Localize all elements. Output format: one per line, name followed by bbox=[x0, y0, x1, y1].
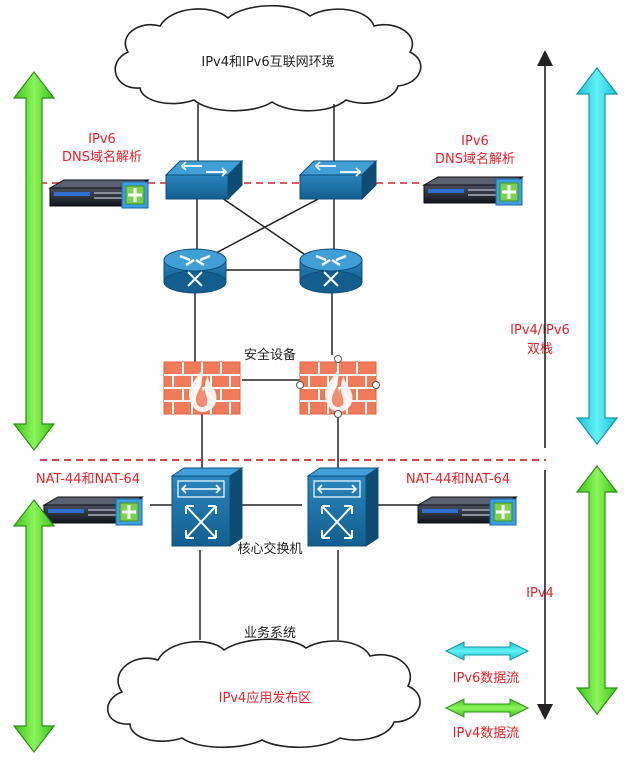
app-cloud-label: IPv4应用发布区 bbox=[219, 690, 312, 706]
dns-right-label-line1: IPv6 bbox=[461, 134, 489, 149]
dns-left-label-line2: DNS域名解析 bbox=[62, 149, 142, 165]
rack-server-icon[interactable] bbox=[422, 175, 524, 207]
core-switch-label: 核心交换机 bbox=[237, 541, 302, 557]
network-switch-icon[interactable] bbox=[299, 160, 377, 200]
nat-right-label: NAT-44和NAT-64 bbox=[406, 472, 510, 487]
green-double-arrow-left-bottom bbox=[12, 499, 56, 753]
firewall-icon[interactable] bbox=[299, 361, 377, 415]
internet-cloud bbox=[114, 4, 422, 112]
links bbox=[150, 104, 418, 640]
router-icon[interactable] bbox=[162, 247, 228, 295]
business-label: 业务系统 bbox=[244, 625, 296, 641]
ipv4-zone-label: IPv4 bbox=[526, 586, 554, 601]
dns-right-label-line2: DNS域名解析 bbox=[435, 151, 515, 167]
dual-stack-label-line2: 双栈 bbox=[527, 342, 553, 357]
nat-left-label: NAT-44和NAT-64 bbox=[36, 472, 140, 487]
legend-ipv6-arrow bbox=[444, 641, 530, 661]
legend-ipv6-label: IPv6数据流 bbox=[453, 671, 520, 686]
legend-ipv4-label: IPv4数据流 bbox=[453, 726, 520, 741]
firewall-handles bbox=[296, 355, 380, 418]
green-double-arrow-left-top bbox=[12, 71, 56, 451]
legend-ipv4-arrow bbox=[444, 698, 530, 718]
app-cloud bbox=[106, 638, 421, 749]
rack-server-icon[interactable] bbox=[416, 495, 518, 527]
router-icon[interactable] bbox=[298, 247, 364, 295]
green-double-arrow-right bbox=[575, 465, 619, 715]
security-label: 安全设备 bbox=[244, 347, 296, 363]
layer3-switch-icon[interactable] bbox=[171, 467, 243, 547]
layer3-switch-icon[interactable] bbox=[307, 467, 379, 547]
firewall-icon[interactable] bbox=[163, 361, 241, 415]
rack-server-icon[interactable] bbox=[42, 495, 144, 527]
internet-cloud-label: IPv4和IPv6互联网环境 bbox=[201, 55, 334, 70]
cyan-double-arrow-right bbox=[575, 67, 619, 445]
rack-server-icon[interactable] bbox=[48, 178, 150, 210]
network-switch-icon[interactable] bbox=[165, 160, 243, 200]
dns-left-label-line1: IPv6 bbox=[88, 132, 116, 147]
dual-stack-label-line1: IPv4/IPv6 bbox=[510, 323, 570, 338]
